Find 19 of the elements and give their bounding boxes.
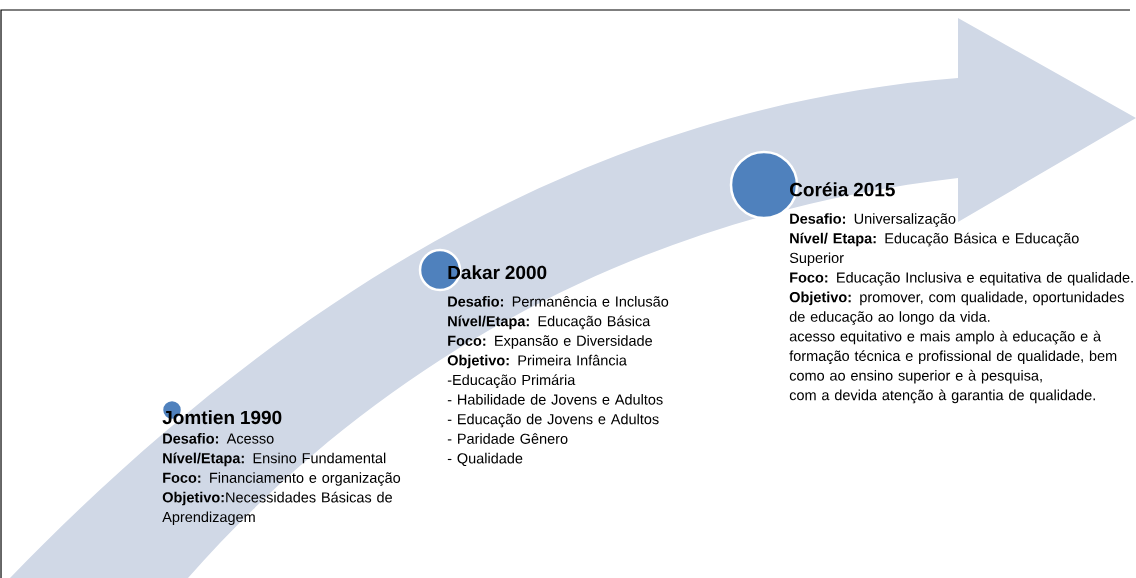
description-text: Objetivo:Necessidades Básicas de Aprendizagem (162, 491, 392, 525)
description-text: Foco: Expansão e Diversidade (448, 335, 652, 349)
description-text: Objetivo: Primeira Infância (447, 354, 627, 369)
milestone-heading: Jomtien 1990 (162, 410, 282, 425)
description-text: Nível/Etapa: Educação Básica (448, 315, 651, 330)
description-text: Nível/Etapa: Ensino Fundamental (163, 452, 386, 467)
description-text: Foco: Financiamento e organização (163, 472, 401, 486)
description-text: - Educação de Jovens e Adultos (447, 413, 659, 428)
description-text: com a devida atenção à garantia de qualidade. (789, 389, 1095, 404)
description-text: - Paridade Gênero (447, 433, 568, 444)
description-text: Desafio: Permanência e Inclusão (448, 296, 669, 307)
description-text: Nível/ Etapa: Educação Básica e Educação Superior (789, 232, 1079, 266)
description-text: Desafio: Acesso (163, 433, 274, 444)
description-text: Foco: Educação Inclusiva e equitativa de qualidade. (790, 272, 1133, 286)
description-text: -Educação Primária (447, 374, 576, 389)
description-text: Desafio: Universalização (790, 213, 956, 227)
description-text: Objetivo: promover, com qualidade, oportunidades de educação ao longo da vida. (789, 291, 1124, 325)
description-text: - Habilidade de Jovens e Adultos (447, 394, 663, 405)
description-text: - Qualidade (447, 452, 523, 467)
